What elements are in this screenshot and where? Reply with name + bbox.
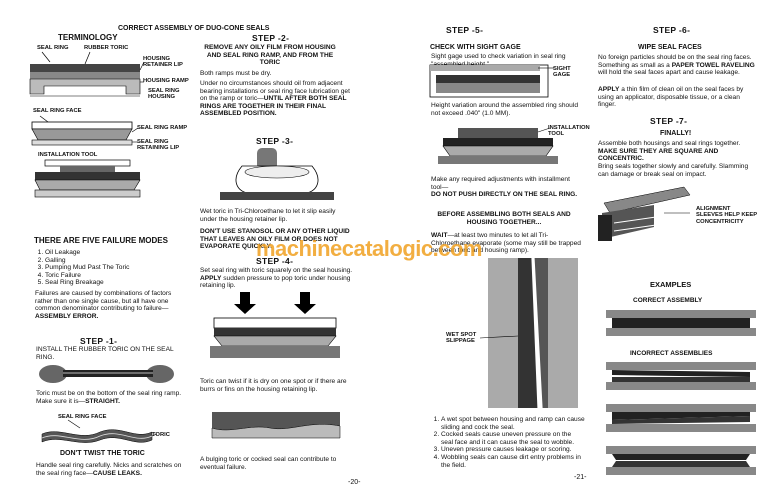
step4-caption1: Toric can twist if it is dry on one spot… [200, 378, 347, 393]
step3-warning: DON'T USE STANOSOL OR ANY OTHER LIQUID T… [200, 228, 350, 251]
step6-heading: STEP -6- [653, 25, 691, 35]
step6-p2: APPLY a thin film of clean oil on the se… [598, 86, 744, 109]
step3-dipping-diagram [220, 148, 334, 200]
before-heading: BEFORE ASSEMBLING BOTH SEALS AND HOUSING… [437, 211, 571, 226]
label-housing-ramp: HOUSING RAMP [143, 78, 189, 84]
step1-text: Toric must be on the bottom of the seal … [36, 390, 182, 405]
examples-heading: EXAMPLES [650, 280, 692, 289]
wet-spot-diagram [479, 257, 578, 409]
step1-hands-diagram [39, 365, 174, 383]
before-item: Wobbling seals can cause dirt entry prob… [441, 454, 585, 469]
step3-heading: STEP -3- [256, 136, 294, 146]
label-seal-ring-housing: SEAL RING HOUSING [148, 88, 180, 101]
step2-heading: STEP -2- [252, 33, 290, 43]
step6-subheading: WIPE SEAL FACES [638, 44, 702, 51]
left-page-number: -20- [348, 479, 361, 486]
step4-bulging-diagram [211, 412, 341, 439]
step5-subheading: CHECK WITH SIGHT GAGE [430, 44, 521, 51]
before-item: A wet spot between housing and ramp can … [441, 416, 585, 431]
label-seal-ring-retaining-lip: SEAL RING RETAINING LIP [137, 139, 180, 152]
failure-mode-item: Galling [45, 257, 155, 265]
failure-mode-item: Toric Failure [45, 272, 155, 280]
step4-caption2: A bulging toric or cocked seal can contr… [200, 456, 337, 471]
step2-p2: Under no circumstances should oil from a… [200, 80, 350, 118]
step4-pressure-diagram [210, 292, 340, 358]
step7-p2: Bring seals together slowly and carefull… [598, 163, 749, 178]
before-text: WAIT—at least two minutes to let all Tri… [431, 232, 581, 255]
right-page: STEP -5- CHECK WITH SIGHT GAGE Sight gag… [388, 0, 768, 496]
step5-text: Sight gage used to check variation in se… [431, 53, 566, 68]
incorrect-example-1 [606, 362, 756, 390]
label-seal-ring-ramp: SEAL RING RAMP [137, 125, 188, 131]
installation-tool-diagram [34, 159, 141, 198]
step7-subheading: FINALLY! [660, 130, 692, 137]
failure-modes-heading: THERE ARE FIVE FAILURE MODES [34, 236, 168, 245]
correct-assembly-diagram [606, 310, 756, 336]
correct-assembly-label: CORRECT ASSEMBLY [633, 297, 703, 304]
before-item: Cocked seals cause uneven pressure on th… [441, 431, 585, 446]
terminology-diagram-2 [31, 115, 139, 146]
step5-text2: Make any required adjustments with insta… [431, 176, 578, 199]
page-title: CORRECT ASSEMBLY OF DUO-CONE SEALS [118, 25, 270, 32]
step1-caption: DON'T TWIST THE TORIC [60, 450, 145, 457]
step4-text: Set seal ring with toric squarely on the… [200, 267, 353, 290]
left-page: CORRECT ASSEMBLY OF DUO-CONE SEALS TERMI… [0, 0, 380, 496]
step6-p1: No foreign particles should be on the se… [598, 54, 755, 77]
step2-p1: Both ramps must be dry. [200, 70, 272, 77]
failure-modes-text: Failures are caused by combinations of f… [35, 290, 172, 320]
before-item: Uneven pressure causes leakage or scorin… [441, 446, 585, 454]
step5-caption: Height variation around the assembled ri… [431, 102, 578, 117]
label-housing-retainer-lip: HOUSING RETAINER LIP [143, 56, 183, 69]
step1-heading: STEP -1- [80, 336, 118, 346]
step7-p1: Assemble both housings and seal rings to… [598, 140, 741, 163]
failure-modes-list: Oil Leakage Galling Pumping Mud Past The… [35, 249, 155, 287]
incorrect-example-3 [606, 446, 756, 475]
label-installation-tool-step5: INSTALLATION TOOL [548, 125, 590, 138]
label-installation-tool: INSTALLATION TOOL [38, 152, 98, 158]
label-toric: TORIC [152, 432, 170, 438]
label-sight-gage: SIGHT GAGE [553, 66, 571, 79]
label-alignment-sleeves: ALIGNMENT SLEEVES HELP KEEP CONCENTRICIT… [696, 206, 757, 225]
failure-mode-item: Seal Ring Breakage [45, 279, 155, 287]
terminology-heading: TERMINOLOGY [58, 33, 118, 42]
incorrect-example-2 [606, 404, 756, 432]
step5-tool-diagram [438, 127, 558, 164]
label-wet-spot: WET SPOT SLIPPAGE [446, 332, 477, 345]
step5-heading: STEP -5- [446, 25, 484, 35]
watermark: machinecatalogic.com [256, 236, 482, 261]
alignment-sleeves-diagram [598, 186, 691, 241]
label-seal-ring-face-step1: SEAL RING FACE [58, 414, 107, 420]
step4-heading: STEP -4- [256, 256, 294, 266]
right-page-number: -21- [574, 474, 587, 481]
failure-mode-item: Pumping Mud Past The Toric [45, 264, 155, 272]
incorrect-assemblies-label: INCORRECT ASSEMBLIES [630, 350, 713, 357]
step2-subheading: REMOVE ANY OILY FILM FROM HOUSING AND SE… [204, 44, 336, 67]
label-seal-ring-face: SEAL RING FACE [33, 108, 82, 114]
label-seal-ring: SEAL RING [37, 45, 69, 51]
step3-text: Wet toric in Tri-Chloroethane to let it … [200, 208, 336, 223]
label-rubber-toric: RUBBER TORIC [84, 45, 129, 51]
incorrect-assemblies-diagram [606, 362, 756, 475]
before-list: A wet spot between housing and ramp can … [431, 416, 585, 469]
step5-gage-diagram [429, 64, 554, 98]
step7-heading: STEP -7- [650, 116, 688, 126]
step1-subheading: INSTALL THE RUBBER TORIC ON THE SEAL RIN… [36, 346, 174, 361]
terminology-diagram-1 [29, 51, 145, 97]
step1-footer: Handle seal ring carefully. Nicks and sc… [36, 462, 182, 477]
failure-mode-item: Oil Leakage [45, 249, 155, 257]
step1-twisted-toric-diagram [41, 419, 158, 443]
